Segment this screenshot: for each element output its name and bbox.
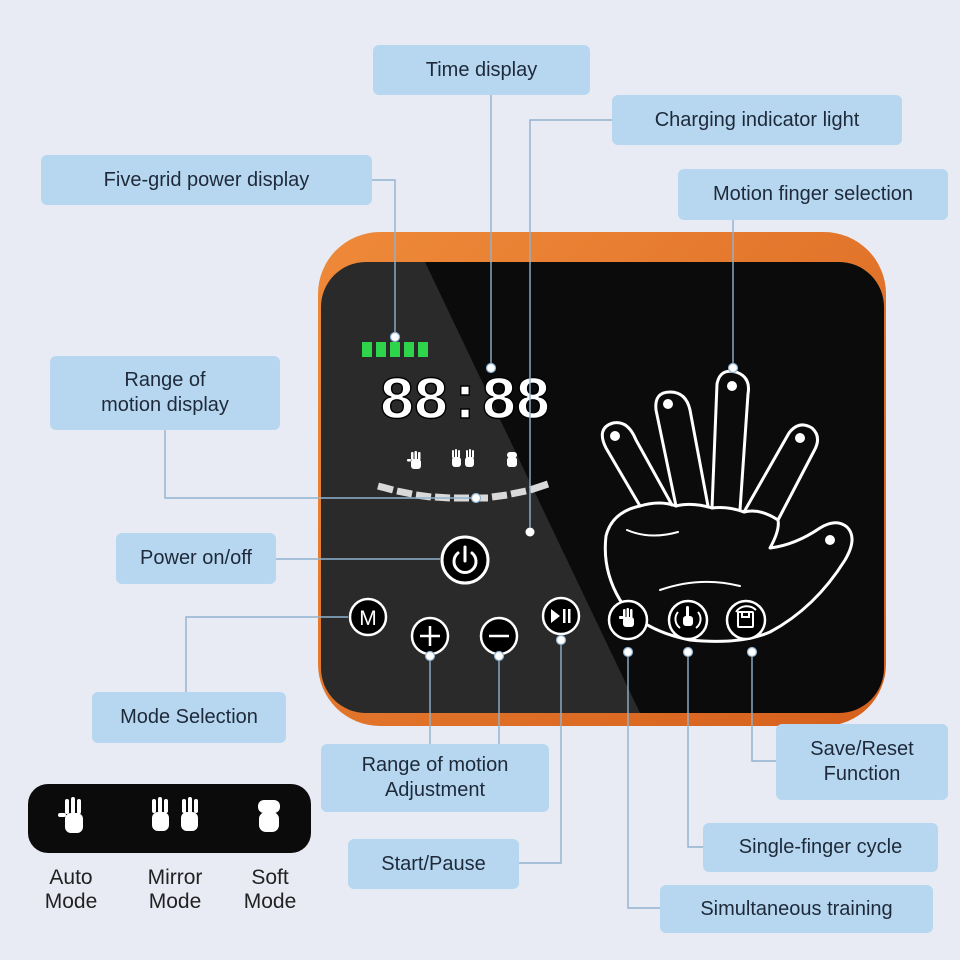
charging-indicator-light — [525, 527, 535, 537]
label-text: Single-finger cycle — [738, 836, 903, 858]
label-range-of-motion-display: Range of motion display — [50, 356, 280, 430]
label-motion-finger-selection: Motion finger selection — [678, 169, 948, 220]
legend-line-2: Mode — [44, 890, 98, 913]
label-line-1: Save/Reset — [810, 738, 914, 760]
label-line-1: Range of — [124, 369, 206, 391]
single-finger-cycle-icon — [674, 606, 702, 629]
legend-caption-mirror: Mirror Mode — [125, 866, 225, 914]
label-text: Simultaneous training — [700, 897, 893, 920]
power-bars — [362, 342, 428, 357]
soft-mode-icon — [258, 800, 280, 832]
label-text: Mode Selection — [120, 706, 258, 728]
simultaneous-training-button[interactable] — [607, 599, 649, 641]
label-text: Five-grid power display — [103, 168, 310, 191]
legend-line-2: Mode — [243, 890, 297, 913]
label-start-pause: Start/Pause — [348, 839, 519, 889]
label-text: Motion finger selection — [712, 183, 914, 205]
mode-button-letter: M — [359, 607, 377, 630]
label-save-reset-function: Save/Reset Function — [776, 724, 948, 800]
start-pause-button[interactable] — [541, 596, 581, 636]
minus-button[interactable] — [479, 616, 519, 656]
plus-button[interactable] — [410, 616, 450, 656]
label-mode-selection: Mode Selection — [92, 692, 286, 743]
label-line-1: Range of motion — [361, 754, 509, 776]
legend-line-2: Mode — [148, 890, 202, 913]
label-power-onoff: Power on/off — [116, 533, 276, 584]
label-text: Time display — [425, 58, 538, 81]
single-finger-cycle-button[interactable] — [667, 599, 709, 641]
auto-mode-icon — [58, 797, 83, 833]
legend-caption-auto: Auto Mode — [21, 866, 121, 914]
legend-caption-soft: Soft Mode — [220, 866, 320, 914]
label-line-2: motion display — [101, 394, 229, 416]
label-text: Start/Pause — [381, 852, 486, 875]
label-time-display: Time display — [373, 45, 590, 95]
mirror-mode-small-icon — [452, 449, 474, 467]
label-line-2: Function — [823, 763, 901, 785]
simultaneous-training-icon — [619, 608, 634, 627]
clock-digits: 88:88 — [379, 369, 549, 437]
leader-dots — [389, 331, 758, 662]
legend-line-1: Soft — [251, 866, 289, 889]
label-five-grid-power: Five-grid power display — [41, 155, 372, 205]
mode-button[interactable]: M — [348, 597, 388, 637]
label-text: Charging indicator light — [654, 108, 860, 131]
mirror-mode-icon — [152, 797, 198, 831]
save-reset-button[interactable] — [725, 599, 767, 641]
soft-mode-small-icon — [507, 452, 517, 467]
auto-mode-small-icon — [407, 451, 421, 469]
leader-lines — [164, 95, 776, 909]
power-button[interactable] — [440, 535, 490, 585]
label-text: Power on/off — [140, 547, 252, 569]
mode-legend-box — [28, 784, 311, 853]
label-simultaneous-training: Simultaneous training — [660, 885, 933, 933]
label-range-of-motion-adjustment: Range of motion Adjustment — [321, 744, 549, 812]
label-line-2: Adjustment — [384, 779, 486, 801]
legend-line-1: Auto — [49, 866, 93, 889]
label-charging-indicator: Charging indicator light — [612, 95, 902, 145]
legend-line-1: Mirror — [147, 866, 203, 889]
screen-mode-icons — [407, 449, 517, 469]
label-single-finger-cycle: Single-finger cycle — [703, 823, 938, 872]
save-reset-icon — [735, 605, 757, 628]
fingertip-dots — [610, 381, 835, 545]
